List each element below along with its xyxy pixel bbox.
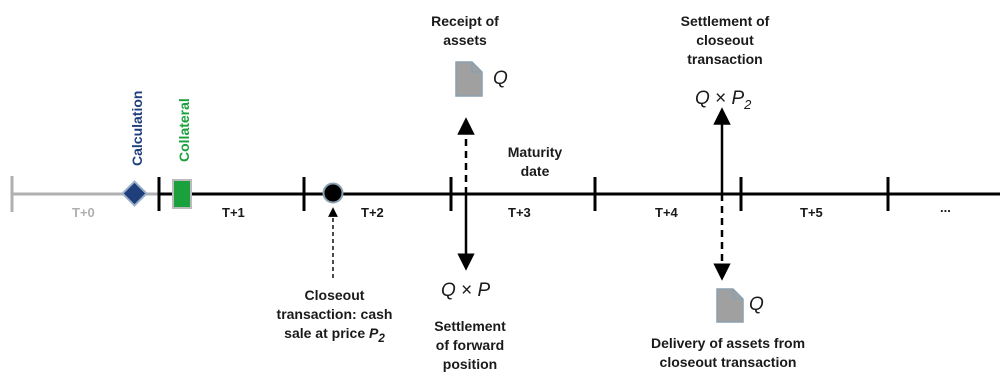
delivery-q-symbol: Q: [749, 294, 764, 315]
settlement-closeout-label: Settlement of closeout transaction: [680, 13, 770, 67]
closeout-point-icon: [322, 182, 344, 204]
day-label-t5: T+5: [800, 205, 823, 220]
maturity-date-label: Maturity date: [507, 144, 563, 179]
receipt-q-symbol: Q: [493, 68, 508, 89]
calculation-diamond-icon: [121, 180, 148, 207]
calculation-label: Calculation: [129, 90, 145, 166]
receipt-of-assets-label: Receipt of assets: [431, 13, 499, 48]
day-label-t0: T+0: [72, 205, 95, 220]
document-icon-receipt: [455, 61, 483, 97]
delivery-assets-label: Delivery of assets from closeout transac…: [650, 335, 806, 370]
settlement-forward-label: Settlement of forward position: [434, 318, 506, 372]
day-label-t3: T+3: [508, 205, 531, 220]
closeout-payment-formula: Q × P2: [695, 88, 752, 112]
day-label-ellipsis: ...: [940, 200, 951, 215]
collateral-label: Collateral: [176, 98, 192, 162]
day-label-t2: T+2: [361, 205, 384, 220]
day-label-t1: T+1: [222, 205, 245, 220]
collateral-square-icon: [172, 179, 192, 209]
document-icon-delivery: [716, 288, 744, 323]
forward-payment-formula: Q × P: [441, 280, 491, 301]
closeout-transaction-label: Closeout transaction: cash sale at price…: [276, 287, 393, 345]
day-label-t4: T+4: [655, 205, 678, 220]
